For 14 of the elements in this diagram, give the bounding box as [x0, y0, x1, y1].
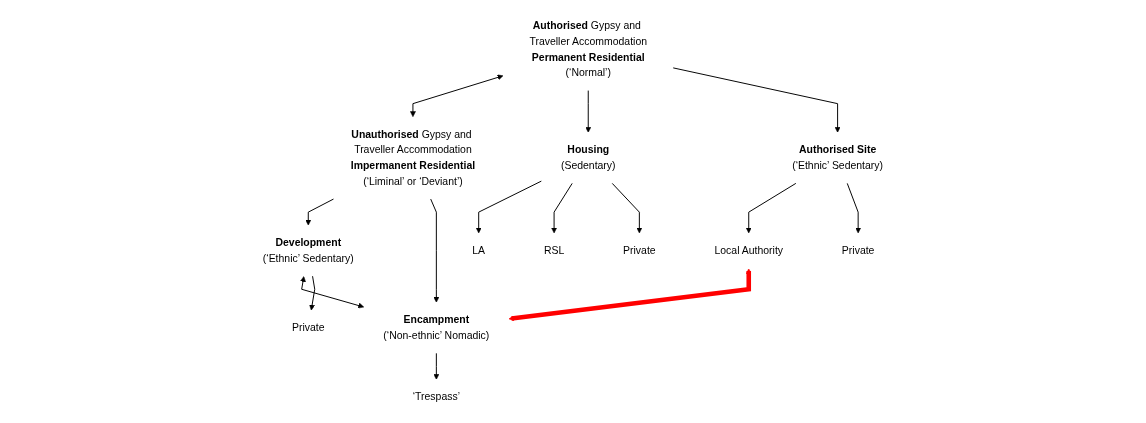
node-text: Unauthorised Gypsy and Traveller Accommodation Impermanent Residential (‘Liminal’ or ‘Deviant’)	[350, 128, 476, 187]
node-text: Local Authority	[714, 244, 784, 256]
node-text: RSL	[543, 244, 565, 256]
node-text: Private	[292, 321, 325, 334]
node-text: Housing (Sedentary)	[560, 144, 616, 171]
node-text: Development (‘Ethnic’ Sedentary)	[262, 236, 354, 264]
node-text: Encampment (‘Non-ethnic’ Nomadic)	[383, 314, 490, 341]
node-text: LA	[472, 244, 486, 256]
node-text: Authorised Site (‘Ethnic’ Sedentary)	[792, 144, 884, 171]
node-text: Private	[841, 244, 875, 256]
node-text: Authorised Gypsy and Traveller Accommodation Permanent Residential (‘Normal’)	[529, 19, 648, 79]
node-text: ‘Trespass’	[412, 391, 461, 403]
node-text: Private	[623, 244, 656, 256]
arrow	[508, 268, 752, 322]
